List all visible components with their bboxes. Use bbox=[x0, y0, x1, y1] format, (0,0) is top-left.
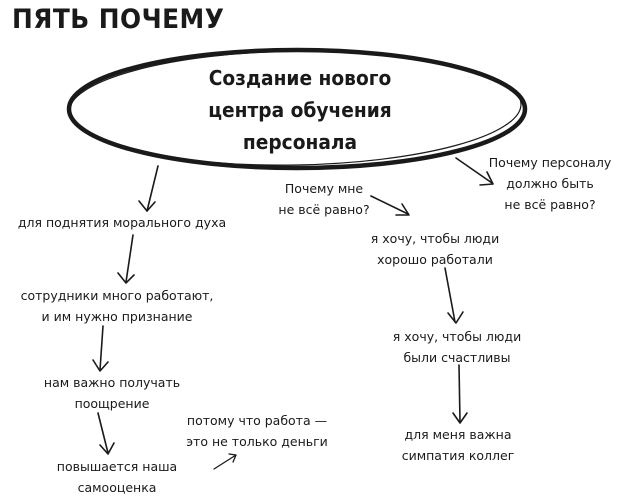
node-self-esteem-line-2: самооценка bbox=[77, 480, 157, 495]
node-recognition-line-2: и им нужно признание bbox=[41, 309, 193, 324]
arrow-happy-to-colleagues bbox=[452, 364, 468, 424]
node-reward-line-2: поощрение bbox=[74, 396, 150, 411]
arrow-side-note bbox=[213, 453, 237, 470]
arrow-ellipse-to-morale bbox=[138, 165, 159, 212]
node-people-happy-line-2: были счастливы bbox=[403, 350, 511, 365]
node-recognition-line-1: сотрудники много работают, bbox=[20, 288, 214, 303]
node-reward: нам важно получать поощрение bbox=[22, 372, 202, 414]
question-why-me: Почему мне не всё равно? bbox=[264, 178, 384, 220]
arrow-morale-to-recognition bbox=[117, 234, 135, 284]
arrow-reward-to-selfesteem bbox=[97, 412, 115, 455]
arrow-q1-to-work bbox=[370, 195, 410, 216]
arrow-recognition-to-reward bbox=[92, 325, 109, 372]
node-people-happy-line-1: я хочу, чтобы люди bbox=[392, 329, 522, 344]
question-why-staff-line-1: Почему персоналу bbox=[488, 155, 612, 170]
node-people-work-well-line-1: я хочу, чтобы люди bbox=[370, 231, 500, 246]
node-not-only-money-line-2: это не только деньги bbox=[186, 434, 328, 449]
arrow-ellipse-to-q2 bbox=[455, 157, 494, 186]
question-why-staff-line-3: не всё равно? bbox=[504, 197, 596, 212]
question-why-me-line-2: не всё равно? bbox=[278, 202, 370, 217]
central-ellipse-outline bbox=[68, 50, 522, 166]
node-not-only-money-line-1: потому что работа — bbox=[186, 413, 328, 428]
node-people-work-well-line-2: хорошо работали bbox=[377, 252, 493, 267]
question-why-me-line-1: Почему мне bbox=[284, 181, 364, 196]
node-self-esteem: повышается наша самооценка bbox=[32, 456, 202, 498]
central-topic-line-1: Создание нового bbox=[208, 66, 392, 90]
node-morale: для поднятия морального духа bbox=[2, 212, 242, 233]
node-reward-line-1: нам важно получать bbox=[43, 375, 181, 390]
question-why-staff-line-2: должно быть bbox=[506, 176, 594, 191]
node-morale-line-1: для поднятия морального духа bbox=[17, 215, 227, 230]
question-why-staff: Почему персоналу должно быть не всё равн… bbox=[476, 152, 624, 215]
node-self-esteem-line-1: повышается наша bbox=[56, 459, 178, 474]
page-title: ПЯТЬ ПОЧЕМУ bbox=[12, 4, 225, 35]
node-colleague-sympathy-line-2: симпатия коллег bbox=[401, 448, 515, 463]
central-topic-line-2: центра обучения персонала bbox=[208, 98, 392, 154]
node-colleague-sympathy-line-1: для меня важна bbox=[404, 427, 512, 442]
node-not-only-money: потому что работа — это не только деньги bbox=[172, 410, 342, 452]
central-topic: Создание нового центра обучения персонал… bbox=[161, 62, 440, 158]
node-people-work-well: я хочу, чтобы люди хорошо работали bbox=[350, 228, 520, 270]
node-recognition: сотрудники много работают, и им нужно пр… bbox=[2, 285, 232, 327]
arrow-work-to-happy bbox=[444, 267, 464, 324]
node-people-happy: я хочу, чтобы люди были счастливы bbox=[372, 326, 542, 368]
node-colleague-sympathy: для меня важна симпатия коллег bbox=[378, 424, 538, 466]
